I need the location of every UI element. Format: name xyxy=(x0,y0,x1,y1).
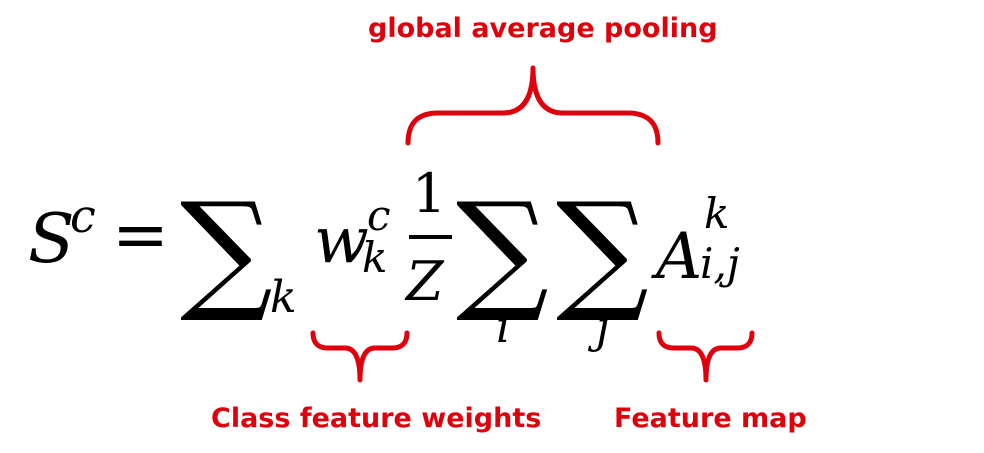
sum-index-i: i xyxy=(496,302,510,353)
sum-symbol-k: ∑ xyxy=(180,174,273,326)
fraction-denominator: Z xyxy=(404,250,445,313)
sum-index-k: k xyxy=(270,272,297,323)
lhs-superscript: c xyxy=(70,189,96,243)
feature-symbol: A xyxy=(651,220,702,294)
sum-symbol-i: ∑ xyxy=(456,174,549,326)
equals-sign: = xyxy=(112,196,169,275)
top-brace xyxy=(405,65,661,146)
feature-map-brace xyxy=(656,330,755,383)
global-average-pooling-label: global average pooling xyxy=(368,13,718,44)
weight-symbol: w xyxy=(314,204,369,278)
equation: S c = ∑ k w c k 1 Z ∑ i ∑ j A k i,j xyxy=(28,162,740,353)
weight-superscript: c xyxy=(367,191,391,240)
class-feature-weights-label: Class feature weights xyxy=(211,403,542,434)
sum-symbol-j: ∑ xyxy=(556,174,649,326)
feature-subscript: i,j xyxy=(700,239,740,288)
fraction-numerator: 1 xyxy=(412,162,446,225)
weights-brace xyxy=(310,330,410,383)
lhs-symbol: S xyxy=(28,200,75,279)
feature-superscript: k xyxy=(704,189,729,238)
feature-map-label: Feature map xyxy=(614,403,807,434)
weight-subscript: k xyxy=(362,233,387,282)
